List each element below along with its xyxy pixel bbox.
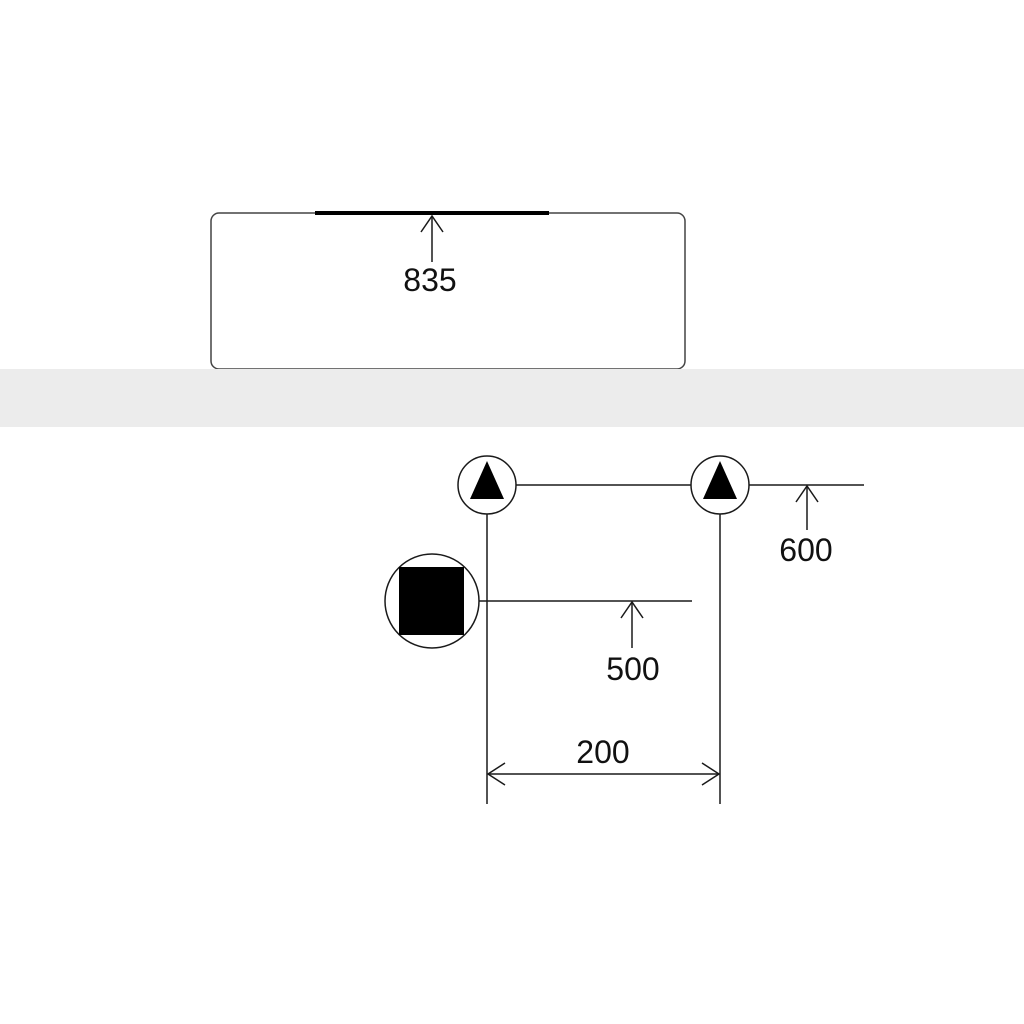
dimension-label-600: 600 bbox=[779, 532, 832, 568]
dimension-arrow-500 bbox=[620, 600, 644, 648]
dimension-arrow-600 bbox=[795, 484, 819, 530]
dimension-label-835: 835 bbox=[403, 262, 456, 298]
dimension-label-200: 200 bbox=[576, 734, 629, 770]
triangle-in-circle-icon bbox=[457, 455, 517, 515]
worktop-band bbox=[0, 369, 1024, 427]
dimension-arrow-200 bbox=[486, 762, 721, 786]
dimension-arrow-835 bbox=[420, 214, 444, 262]
triangle-in-circle-icon bbox=[690, 455, 750, 515]
dimension-label-500: 500 bbox=[606, 651, 659, 687]
filled-square-in-circle-icon bbox=[384, 553, 480, 649]
